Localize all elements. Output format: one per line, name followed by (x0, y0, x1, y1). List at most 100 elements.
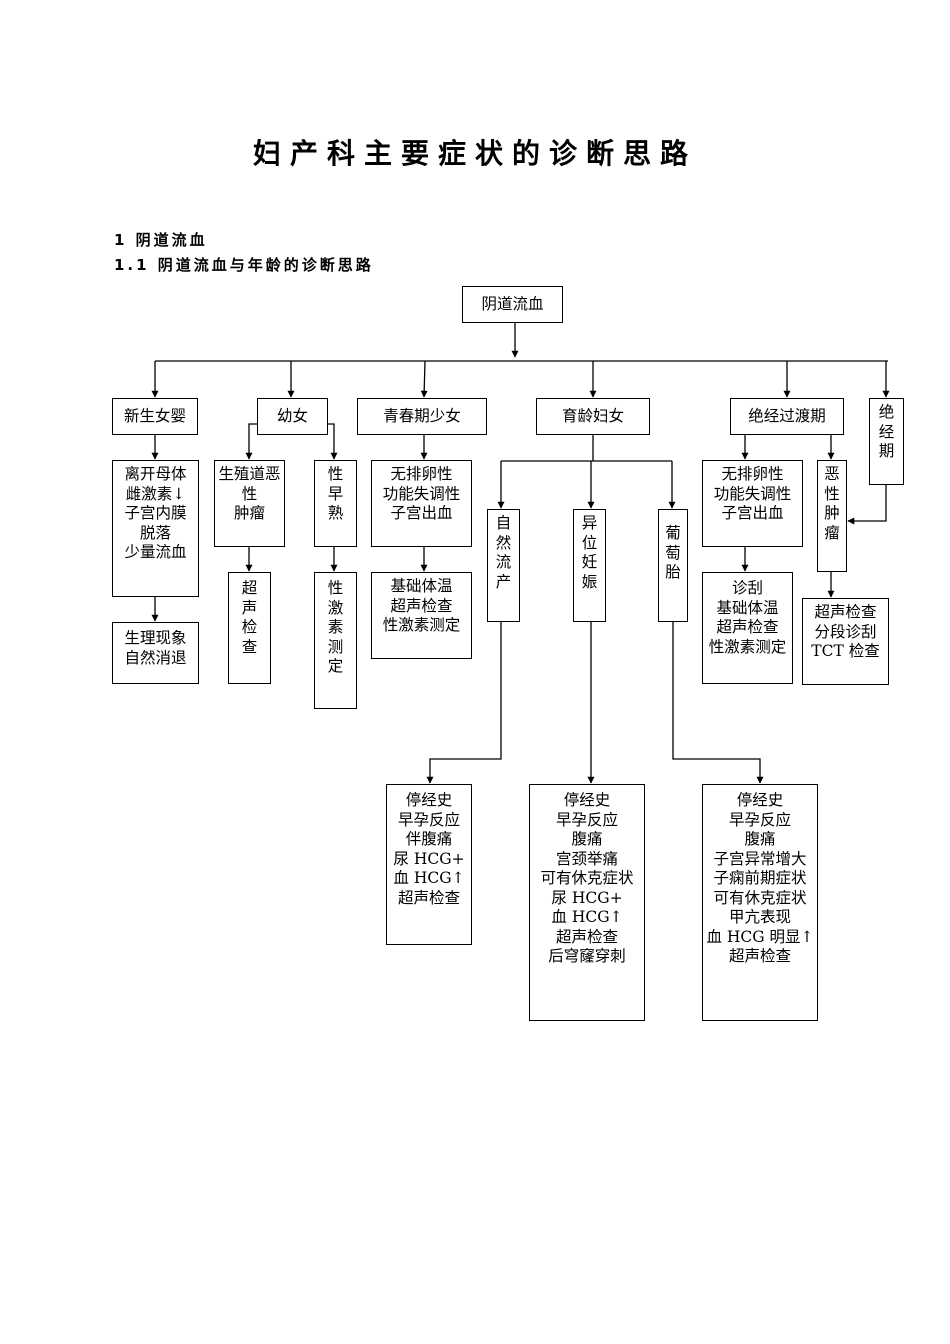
text-line: 超声检查 (555, 927, 618, 946)
text-line: 雌激素↓ (125, 484, 186, 503)
subsection-heading: 1.1 阴道流血与年龄的诊断思路 (114, 256, 374, 274)
text-line: 无排卵性 (390, 465, 453, 483)
text-line: 离开母体 (124, 465, 187, 483)
text-line: 子痫前期症状 (713, 869, 807, 887)
text-line: 恶 (824, 465, 840, 483)
newborn-outcome-box: 生理现象 自然消退 (112, 622, 199, 684)
perimenopause-exam-box: 诊刮 基础体温 超声检查 性激素测定 (702, 572, 793, 684)
adolescent-label: 青春期少女 (383, 406, 461, 425)
text-line: 子宫出血 (721, 504, 784, 522)
text-line: 生理现象 (124, 629, 187, 647)
text-line: 可有休克症状 (540, 869, 634, 887)
ectopic-findings-box: 停经史 早孕反应 腹痛 宫颈举痛 可有休克症状 尿 HCG+ 血 HCG↑ 超声… (529, 784, 645, 1021)
age-group-newborn: 新生女婴 (112, 398, 198, 435)
text-line: 后穹窿穿刺 (548, 947, 626, 965)
text-line: TCT 检查 (811, 642, 880, 660)
text-line: 脱落 (139, 523, 171, 542)
text-line: 停经史 (405, 791, 453, 809)
text-line: 生殖道恶 (218, 465, 281, 483)
age-group-postmenopause: 绝 经 期 (869, 398, 904, 485)
text-line: 超声检查 (397, 888, 460, 907)
text-line: 自然消退 (124, 648, 187, 667)
text-line: 妊 (581, 553, 598, 571)
text-line: 功能失调性 (382, 484, 461, 503)
text-line: 分段诊刮 (814, 622, 877, 641)
text-line: 超声检查 (728, 947, 791, 965)
postmenopause-char: 经 (878, 422, 895, 441)
perimenopause-label: 绝经过渡期 (748, 406, 826, 425)
section-heading: 1 阴道流血 (114, 231, 208, 249)
text-line: 激 (327, 598, 344, 617)
text-line: 尿 HCG+ (393, 849, 465, 868)
malignant-exam-box: 超声检查 分段诊刮 TCT 检查 (802, 598, 889, 685)
age-group-reproductive: 育龄妇女 (536, 398, 650, 435)
text-line: 萄 (665, 543, 681, 562)
text-line: 瘤 (824, 523, 840, 542)
text-line: 基础体温 (390, 577, 453, 595)
text-line: 无排卵性 (721, 465, 784, 483)
text-line: 查 (241, 637, 258, 656)
hydatidiform-mole-box: 葡 萄 胎 (658, 509, 688, 622)
text-line: 早 (327, 484, 344, 503)
text-line: 超 (241, 579, 258, 597)
postmenopause-char: 绝 (878, 403, 895, 421)
malignant-tumor-box: 恶 性 肿 瘤 (817, 460, 847, 572)
text-line: 腹痛 (744, 830, 776, 848)
text-line: 诊刮 (731, 579, 763, 597)
text-line: 超声检查 (390, 596, 453, 615)
perimenopause-cause-box: 无排卵性 功能失调性 子宫出血 (702, 460, 803, 547)
text-line: 流 (495, 553, 512, 571)
text-line: 异 (581, 514, 598, 532)
text-line: 尿 HCG+ (551, 888, 623, 907)
text-line: 早孕反应 (728, 810, 791, 829)
child-precocity-exam-box: 性 激 素 测 定 (314, 572, 357, 709)
text-line: 测 (327, 637, 344, 656)
text-line: 功能失调性 (713, 484, 792, 503)
text-line: 性 (824, 484, 840, 503)
text-line: 甲亢表现 (728, 908, 791, 926)
root-node: 阴道流血 (462, 286, 563, 323)
text-line: 超声检查 (814, 603, 877, 621)
text-line: 超声检查 (716, 618, 779, 636)
text-line: 早孕反应 (397, 810, 460, 829)
text-line: 肿 (824, 504, 840, 522)
abortion-box: 自 然 流 产 (487, 509, 520, 622)
text-line: 声 (241, 598, 258, 617)
child-tumor-box: 生殖道恶 性 肿瘤 (214, 460, 285, 547)
text-line: 停经史 (736, 791, 784, 809)
text-line: 血 HCG↑ (393, 869, 465, 887)
mole-findings-box: 停经史 早孕反应 腹痛 子宫异常增大 子痫前期症状 可有休克症状 甲亢表现 血 … (702, 784, 818, 1021)
text-line: 子宫异常增大 (713, 849, 807, 868)
text-line: 肿瘤 (233, 504, 265, 522)
text-line: 伴腹痛 (405, 830, 453, 848)
age-group-adolescent: 青春期少女 (357, 398, 487, 435)
text-line: 可有休克症状 (713, 888, 807, 907)
text-line: 早孕反应 (555, 810, 618, 829)
text-line: 血 HCG↑ (551, 908, 623, 926)
text-line: 自 (495, 514, 512, 532)
age-group-child: 幼女 (257, 398, 328, 435)
adolescent-exam-box: 基础体温 超声检查 性激素测定 (371, 572, 472, 659)
newborn-label: 新生女婴 (123, 406, 186, 425)
text-line: 血 HCG 明显↑ (706, 927, 814, 946)
text-line: 子宫出血 (390, 504, 453, 522)
newborn-cause-box: 离开母体 雌激素↓ 子宫内膜 脱落 少量流血 (112, 460, 199, 597)
text-line: 检 (241, 618, 258, 636)
postmenopause-char: 期 (878, 442, 895, 460)
text-line: 葡 (665, 524, 681, 542)
page-title: 妇产科主要症状的诊断思路 (252, 137, 697, 170)
text-line: 胎 (665, 563, 681, 581)
child-tumor-exam-box: 超 声 检 查 (228, 572, 271, 684)
text-line: 基础体温 (716, 598, 779, 617)
text-line: 素 (327, 618, 344, 636)
text-line: 性 (327, 579, 344, 597)
text-line: 性激素测定 (382, 616, 461, 634)
text-line: 产 (495, 572, 512, 591)
text-line: 少量流血 (124, 543, 187, 561)
child-precocity-box: 性 早 熟 (314, 460, 357, 547)
age-group-perimenopause: 绝经过渡期 (730, 398, 844, 435)
text-line: 性 (327, 465, 344, 483)
text-line: 性 (241, 484, 258, 503)
text-line: 宫颈举痛 (555, 849, 618, 868)
